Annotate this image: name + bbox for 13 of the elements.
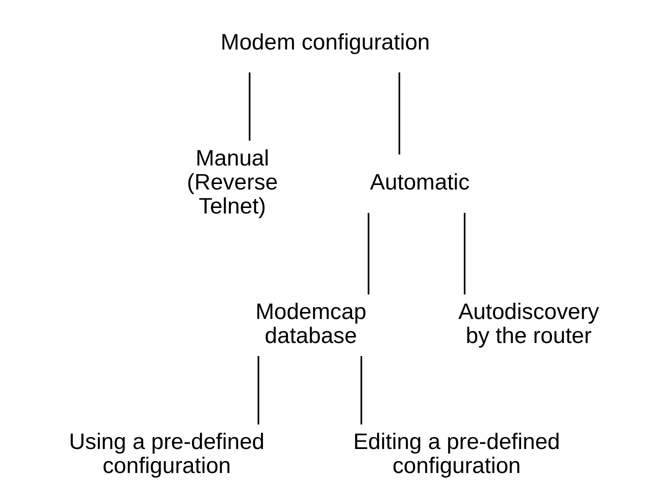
node-text: Using a pre-defined configuration xyxy=(68,428,264,478)
connector xyxy=(248,72,250,141)
node-text: Automatic xyxy=(369,169,470,194)
node-text: Manual (Reverse Telnet) xyxy=(186,145,278,218)
connector xyxy=(367,212,369,294)
node-text: Editing a pre-defined configuration xyxy=(352,428,560,478)
connector xyxy=(257,356,259,424)
node-text: Modem configuration xyxy=(220,29,430,54)
node-text: Modemcap database xyxy=(254,299,366,348)
connector xyxy=(463,212,465,294)
node-text: Autodiscovery by the router xyxy=(458,299,599,348)
connector xyxy=(398,72,400,155)
connector xyxy=(360,356,362,424)
